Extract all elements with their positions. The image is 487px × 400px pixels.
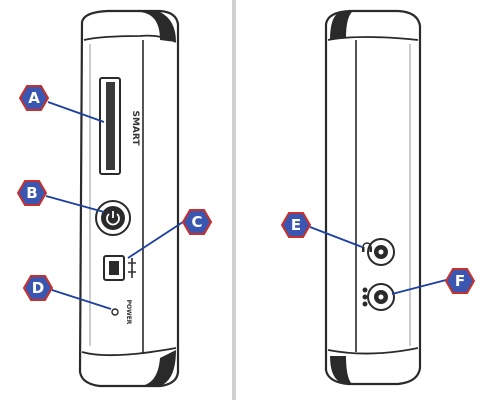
device-left-body	[78, 9, 180, 388]
usb-port-inner	[109, 261, 119, 275]
callout-badge-f: F	[444, 268, 476, 294]
device-right-top-dark	[330, 12, 352, 40]
device-right-side-view	[324, 9, 422, 386]
callout-label-a: A	[28, 89, 40, 107]
usb-icon	[128, 258, 136, 278]
headphone-icon	[362, 242, 372, 252]
callout-badge-a: A	[18, 85, 50, 111]
callout-badge-d: D	[22, 275, 54, 301]
leader-line-b	[45, 195, 105, 213]
leader-line-e	[309, 226, 363, 248]
callout-label-b: B	[26, 184, 37, 202]
device-left-side-view: SMART POWER	[78, 9, 180, 388]
device-right-bottom-cap	[327, 347, 419, 355]
panel-divider	[232, 0, 236, 400]
callout-badge-c: C	[181, 209, 213, 235]
status-led-label: POWER	[125, 300, 132, 325]
device-left-bottom-dark	[140, 350, 176, 386]
callout-label-c: C	[191, 213, 202, 231]
av-out-icon	[362, 287, 368, 307]
leader-line-c	[127, 221, 184, 259]
device-left-top-dark	[140, 12, 176, 42]
callout-label-f: F	[455, 272, 465, 290]
leader-line-a	[47, 101, 105, 123]
leader-line-d	[51, 289, 112, 310]
callout-label-e: E	[291, 216, 301, 234]
callout-label-d: D	[32, 279, 44, 297]
callout-badge-b: B	[16, 180, 48, 206]
device-right-bottom-dark	[330, 356, 352, 384]
card-slot-inner	[106, 82, 115, 170]
status-led	[111, 308, 119, 316]
card-slot-logo: SMART	[130, 110, 140, 146]
leader-lines	[45, 101, 447, 310]
device-left-bottom-cap	[81, 347, 177, 357]
power-icon	[106, 211, 120, 226]
device-right-body	[324, 9, 422, 386]
callout-badge-e: E	[280, 212, 312, 238]
leader-line-f	[391, 279, 447, 295]
